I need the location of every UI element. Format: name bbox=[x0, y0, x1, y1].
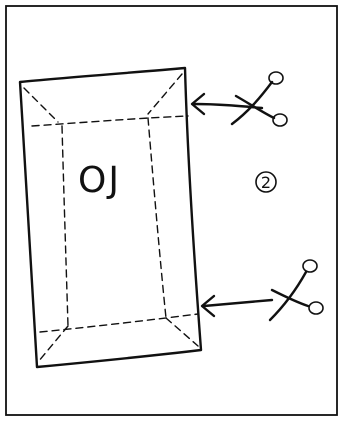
cut-bottom-group bbox=[200, 259, 324, 322]
carton: OJ bbox=[18, 66, 203, 369]
carton-top-diag-left bbox=[23, 87, 59, 123]
carton-inner-edge-right bbox=[147, 117, 167, 319]
carton-bottom-fold bbox=[39, 313, 199, 333]
step-number: 2 bbox=[261, 173, 271, 192]
step-number-badge: 2 bbox=[255, 171, 277, 193]
carton-bottom-diag-left bbox=[37, 325, 69, 363]
frame-border bbox=[5, 5, 338, 416]
cut-top-group bbox=[190, 71, 288, 127]
carton-top-diag-right bbox=[147, 73, 183, 115]
arrow-bottom-head bbox=[200, 294, 216, 318]
carton-bottom-diag-right bbox=[165, 317, 199, 347]
arrow-top-head bbox=[190, 92, 206, 116]
arrow-bottom-shaft bbox=[202, 298, 274, 308]
scissors-icon bbox=[268, 259, 324, 322]
carton-inner-edge-left bbox=[61, 125, 69, 327]
carton-label: OJ bbox=[78, 160, 121, 201]
carton-outline bbox=[18, 66, 203, 369]
carton-top-fold bbox=[31, 115, 189, 127]
scissors-icon bbox=[230, 71, 288, 127]
